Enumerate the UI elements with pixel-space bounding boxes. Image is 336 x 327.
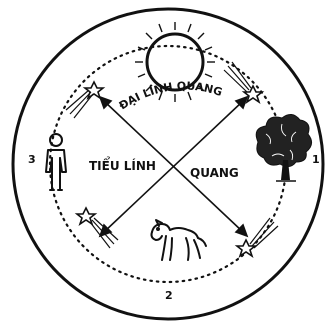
shooting-star-icon xyxy=(237,218,278,256)
center-label-left: TIỂU LÍNH xyxy=(89,156,156,173)
number-label-3: 3 xyxy=(28,153,36,166)
shooting-star-icon xyxy=(66,82,103,118)
shooting-star-icon xyxy=(224,62,262,102)
number-label-2: 2 xyxy=(165,289,173,302)
dog-icon xyxy=(152,220,207,260)
shooting-star-icon xyxy=(77,208,118,248)
number-label-1: 1 xyxy=(312,153,320,166)
tree-icon xyxy=(256,114,311,181)
person-icon xyxy=(46,134,66,190)
center-label-right: QUANG xyxy=(190,166,239,180)
top-arc-label: ĐẠI LÍNH QUANG xyxy=(117,79,224,112)
